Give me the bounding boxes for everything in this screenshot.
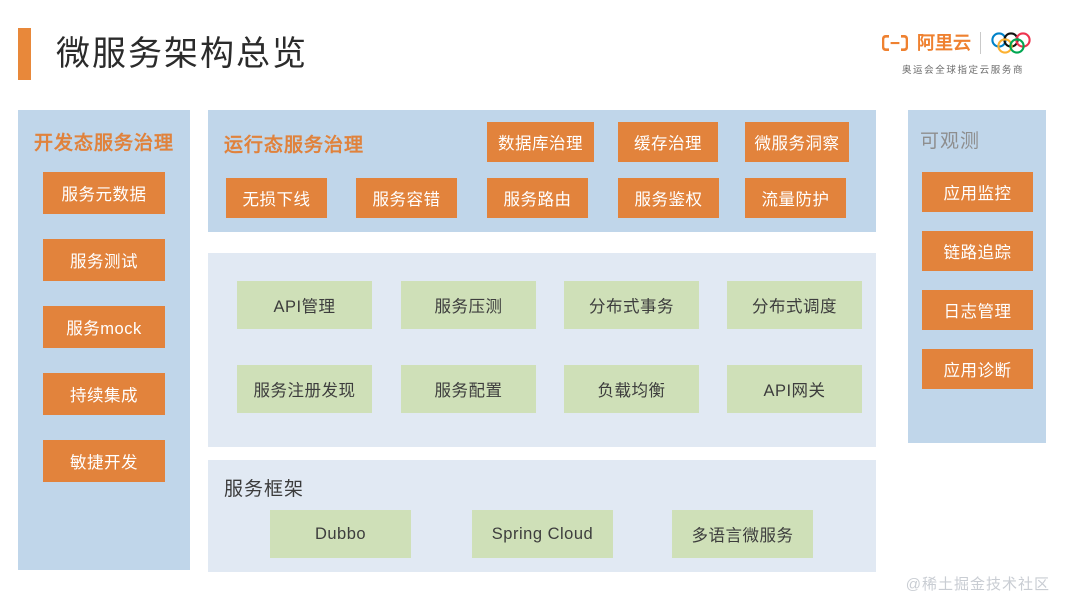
observability-item-app-monitoring[interactable]: 应用监控 <box>922 172 1033 212</box>
aliyun-wordmark: 阿里云 <box>917 33 971 53</box>
runtime-item-service-routing[interactable]: 服务路由 <box>487 178 588 218</box>
capability-item-service-registry-discovery[interactable]: 服务注册发现 <box>237 365 372 413</box>
runtime-item-cache-governance[interactable]: 缓存治理 <box>618 122 718 162</box>
capability-item-distributed-scheduling[interactable]: 分布式调度 <box>727 281 862 329</box>
capability-item-service-stress-test[interactable]: 服务压测 <box>401 281 536 329</box>
runtime-item-fault-tolerance[interactable]: 服务容错 <box>356 178 457 218</box>
aliyun-logo-icon <box>882 33 908 53</box>
framework-item-spring-cloud[interactable]: Spring Cloud <box>472 510 613 558</box>
capability-item-distributed-transaction[interactable]: 分布式事务 <box>564 281 699 329</box>
runtime-item-graceful-offline[interactable]: 无损下线 <box>226 178 327 218</box>
logo-tagline: 奥运会全球指定云服务商 <box>901 65 1025 76</box>
olympic-rings-icon <box>990 32 1044 54</box>
watermark: @稀土掘金技术社区 <box>905 576 1050 593</box>
dev-item-service-mock[interactable]: 服务mock <box>43 306 165 348</box>
runtime-governance-panel: 运行态服务治理 数据库治理 缓存治理 微服务洞察 无损下线 服务容错 服务路由 … <box>208 110 876 232</box>
capability-item-api-gateway[interactable]: API网关 <box>727 365 862 413</box>
dev-governance-title: 开发态服务治理 <box>34 133 175 154</box>
runtime-item-service-auth[interactable]: 服务鉴权 <box>618 178 719 218</box>
capability-item-load-balancing[interactable]: 负载均衡 <box>564 365 699 413</box>
dev-item-service-metadata[interactable]: 服务元数据 <box>43 172 165 214</box>
page-header: 微服务架构总览 阿里云 <box>0 0 1080 104</box>
page-title: 微服务架构总览 <box>56 35 308 73</box>
capability-panel: API管理 服务压测 分布式事务 分布式调度 服务注册发现 服务配置 负载均衡 … <box>208 253 876 447</box>
dev-item-continuous-integration[interactable]: 持续集成 <box>43 373 165 415</box>
runtime-item-traffic-protection[interactable]: 流量防护 <box>745 178 846 218</box>
title-accent-bar <box>18 28 31 80</box>
service-framework-panel: 服务框架 Dubbo Spring Cloud 多语言微服务 <box>208 460 876 572</box>
framework-item-multilang-microservice[interactable]: 多语言微服务 <box>672 510 813 558</box>
capability-item-api-management[interactable]: API管理 <box>237 281 372 329</box>
capability-item-service-config[interactable]: 服务配置 <box>401 365 536 413</box>
framework-item-dubbo[interactable]: Dubbo <box>270 510 411 558</box>
observability-title: 可观测 <box>920 131 981 152</box>
runtime-governance-title: 运行态服务治理 <box>224 135 365 156</box>
observability-item-trace-tracking[interactable]: 链路追踪 <box>922 231 1033 271</box>
dev-governance-panel: 开发态服务治理 服务元数据 服务测试 服务mock 持续集成 敏捷开发 <box>18 110 190 570</box>
dev-item-agile-development[interactable]: 敏捷开发 <box>43 440 165 482</box>
observability-item-app-diagnostics[interactable]: 应用诊断 <box>922 349 1033 389</box>
brand-logo: 阿里云 奥运会全球指定云服务商 <box>870 30 1056 76</box>
service-framework-title: 服务框架 <box>224 479 305 500</box>
observability-item-log-management[interactable]: 日志管理 <box>922 290 1033 330</box>
observability-panel: 可观测 应用监控 链路追踪 日志管理 应用诊断 <box>908 110 1046 443</box>
dev-item-service-test[interactable]: 服务测试 <box>43 239 165 281</box>
logo-divider <box>980 32 981 54</box>
runtime-item-microservice-insight[interactable]: 微服务洞察 <box>745 122 849 162</box>
runtime-item-database-governance[interactable]: 数据库治理 <box>487 122 594 162</box>
